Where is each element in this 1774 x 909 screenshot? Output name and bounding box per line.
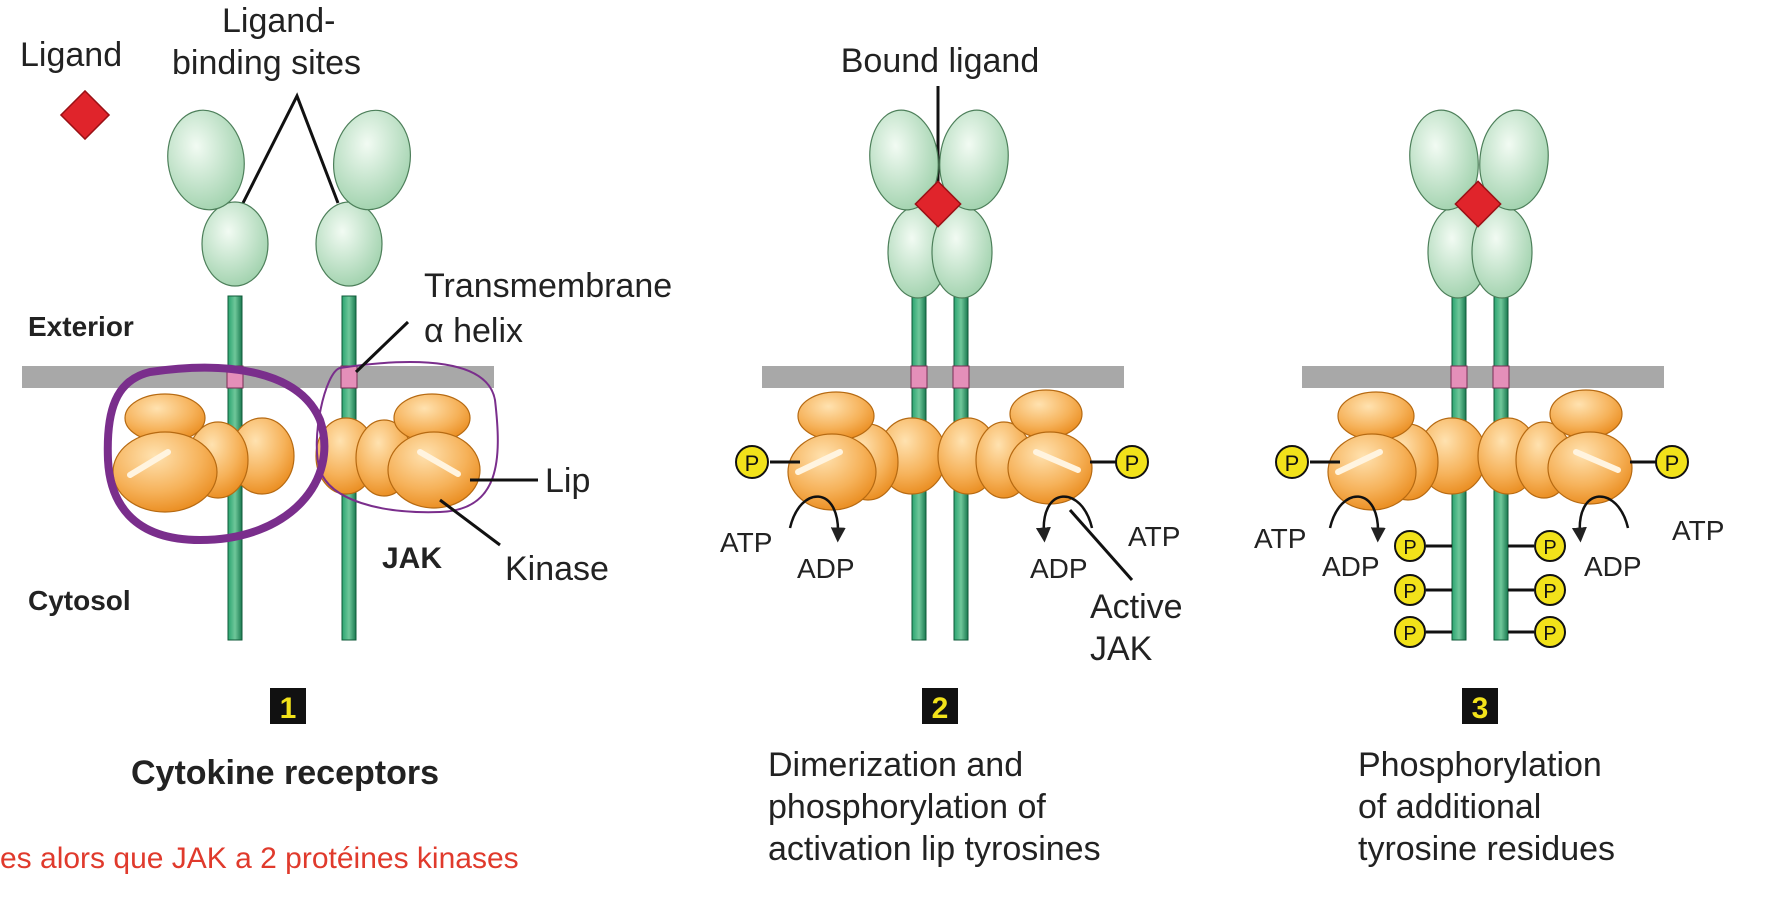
- panel-1: Ligand Ligand- binding sites: [20, 2, 672, 792]
- phosphate-label: P: [1125, 451, 1140, 476]
- highlight-circle-left: [103, 363, 329, 545]
- panel-number-box: [922, 688, 958, 724]
- bound-ligand-label: Bound ligand: [841, 42, 1040, 80]
- panel-number-box: [270, 688, 306, 724]
- phosphate-label: P: [1403, 623, 1416, 645]
- atp-label: ATP: [1672, 515, 1724, 546]
- receptor-head-upper: [332, 109, 412, 211]
- panel-caption: Cytokine receptors: [131, 754, 439, 792]
- panel-3: P P P P P P P P ATP ADP: [1254, 109, 1724, 868]
- receptor-head-upper: [939, 109, 1009, 211]
- phosphate-label: P: [1403, 581, 1416, 603]
- transmembrane-helix: [952, 365, 970, 389]
- panel-caption-line: Phosphorylation: [1358, 746, 1602, 784]
- annotation-text: es alors que JAK a 2 protéines kinases: [0, 842, 519, 875]
- jak-protein: [1327, 391, 1487, 511]
- lip-label: Lip: [545, 462, 590, 500]
- jak-protein: [937, 389, 1093, 505]
- phosphate-label: P: [745, 451, 760, 476]
- panel-2: Bound ligand P P: [720, 42, 1183, 868]
- atp-label: ATP: [720, 527, 772, 558]
- panel-caption-line: phosphorylation of: [768, 788, 1046, 826]
- phosphate: [1275, 445, 1309, 479]
- adp-label: ADP: [1030, 553, 1088, 584]
- stalk-phosphates-right: P P P: [1508, 530, 1566, 648]
- atp-adp-arrow: [788, 495, 846, 543]
- stalk-phosphates-left: P P P: [1394, 530, 1452, 648]
- receptor-head-upper: [1479, 109, 1549, 211]
- membrane: [762, 366, 1124, 388]
- atp-adp-arrow: [1328, 495, 1386, 543]
- jak-label: JAK: [382, 542, 442, 575]
- phosphate-label: P: [1543, 581, 1556, 603]
- active-jak-pointer: [1068, 509, 1134, 581]
- adp-label: ADP: [797, 553, 855, 584]
- panel-number: 3: [1472, 692, 1489, 725]
- adp-label: ADP: [1584, 551, 1642, 582]
- phosphate-label: P: [1285, 451, 1300, 476]
- ligand-diamond: [1454, 180, 1502, 228]
- highlight-circle-right: [315, 361, 499, 514]
- ligand-diamond: [914, 180, 962, 228]
- transmembrane-pointer: [354, 320, 410, 374]
- atp-adp-arrow: [1571, 495, 1630, 543]
- receptor-head-lower: [315, 201, 383, 287]
- ligand-binding-sites-label-1: Ligand-: [222, 2, 335, 40]
- ligand-diamond: [59, 89, 111, 141]
- panel-caption-line: tyrosine residues: [1358, 830, 1615, 868]
- transmembrane-helix: [340, 365, 358, 389]
- panel-number-box: [1462, 688, 1498, 724]
- adp-label: ADP: [1322, 551, 1380, 582]
- phosphate: [735, 445, 769, 479]
- binding-sites-pointer: [240, 92, 340, 206]
- phosphate-label: P: [1543, 623, 1556, 645]
- phosphate: [1655, 445, 1689, 479]
- active-jak-label-2: JAK: [1090, 630, 1153, 668]
- jak-protein: [315, 393, 481, 509]
- panel-number: 1: [280, 692, 297, 725]
- ligand-binding-sites-label-2: binding sites: [172, 44, 361, 82]
- kinase-pointer: [439, 498, 501, 547]
- jak-protein: [787, 391, 947, 511]
- kinase-label: Kinase: [505, 550, 609, 588]
- panel-caption-line: activation lip tyrosines: [768, 830, 1101, 868]
- receptor-head-upper: [167, 109, 245, 211]
- receptor-head-lower: [201, 201, 269, 287]
- transmembrane-helix: [910, 365, 928, 389]
- panel-caption-line: of additional: [1358, 788, 1541, 826]
- phosphate-label: P: [1665, 451, 1680, 476]
- membrane: [1302, 366, 1664, 388]
- ligand-label: Ligand: [20, 36, 122, 74]
- phosphate: [1115, 445, 1149, 479]
- transmembrane-label-2: α helix: [424, 312, 523, 350]
- jak-protein: [112, 393, 295, 513]
- transmembrane-helix: [1450, 365, 1468, 389]
- transmembrane-helix: [1492, 365, 1510, 389]
- exterior-label: Exterior: [28, 311, 134, 342]
- atp-adp-arrow: [1035, 495, 1094, 543]
- receptor-head-upper: [1409, 109, 1479, 211]
- jak-protein: [1477, 389, 1633, 505]
- atp-label: ATP: [1254, 523, 1306, 554]
- phosphate-label: P: [1403, 537, 1416, 559]
- atp-label: ATP: [1128, 521, 1180, 552]
- transmembrane-label-1: Transmembrane: [424, 267, 672, 305]
- panel-number: 2: [932, 692, 949, 725]
- cytosol-label: Cytosol: [28, 585, 131, 616]
- receptor-head-upper: [869, 109, 939, 211]
- panel-caption-line: Dimerization and: [768, 746, 1023, 784]
- phosphate-label: P: [1543, 537, 1556, 559]
- active-jak-label-1: Active: [1090, 588, 1183, 626]
